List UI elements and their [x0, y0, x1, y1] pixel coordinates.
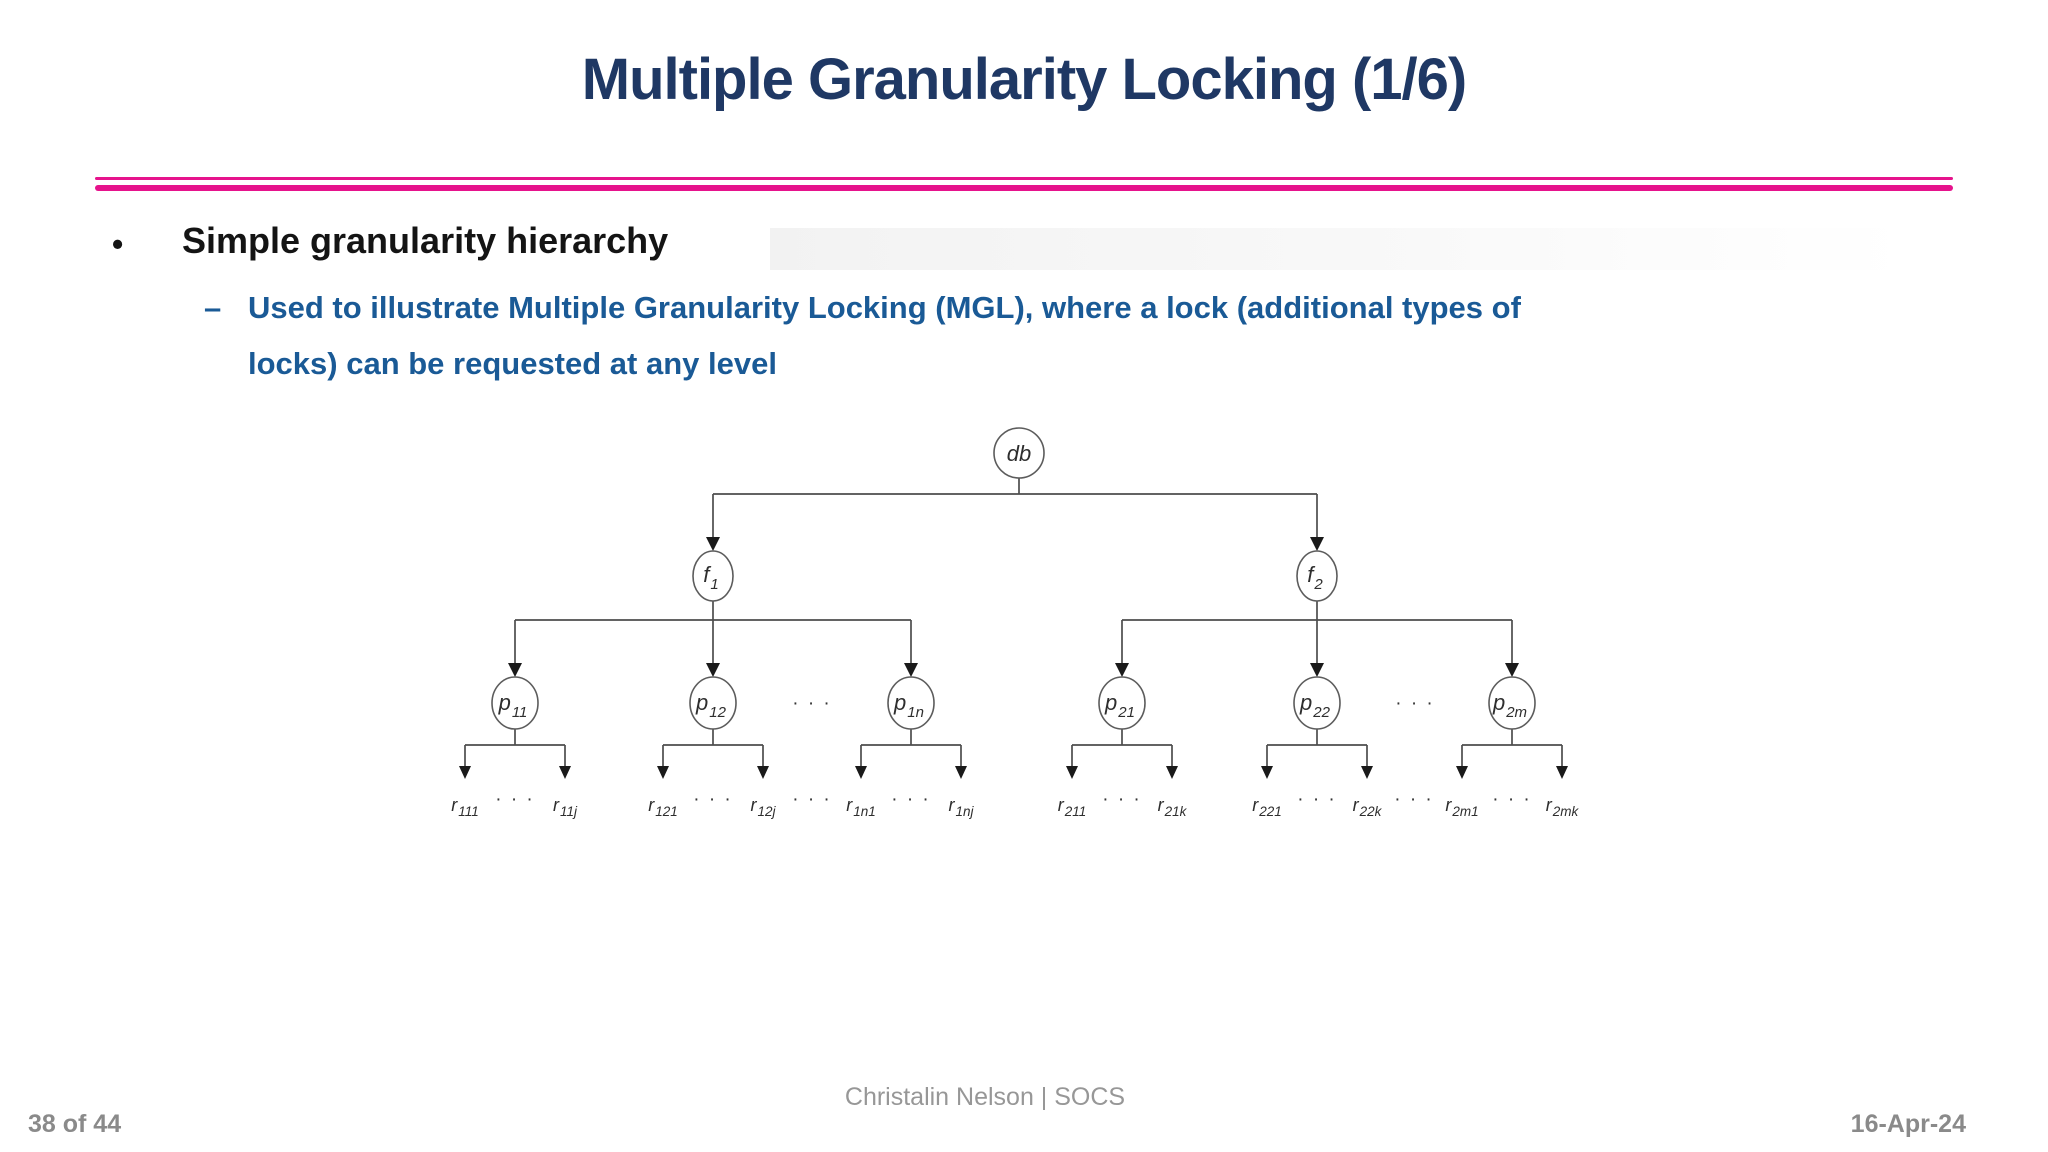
node-f2-label: f2	[1307, 562, 1323, 593]
arrowhead-r111	[459, 766, 471, 779]
arrowhead-r211	[1066, 766, 1078, 779]
bullet-marker: •	[112, 226, 124, 262]
leaf-r111-label: r111	[451, 795, 479, 819]
arrowhead-r121	[657, 766, 669, 779]
node-p1n-circle	[887, 676, 935, 730]
ellipsis-r2m: · · ·	[1492, 789, 1532, 810]
ellipsis-pages-right: · · ·	[1395, 693, 1435, 714]
ellipsis-pages-left: · · ·	[792, 693, 832, 714]
arrowhead-r21k	[1166, 766, 1178, 779]
leaf-r2m1-label: r2m1	[1445, 795, 1478, 819]
node-p22-label: p22	[1299, 690, 1331, 721]
node-p12-circle	[689, 676, 737, 730]
footer-date: 16-Apr-24	[1850, 1110, 1966, 1138]
leaf-r12j-label: r12j	[750, 795, 776, 819]
arrowhead-r22k	[1361, 766, 1373, 779]
arrowhead-p22	[1310, 663, 1324, 677]
leaf-r221-label: r221	[1252, 795, 1282, 819]
sub-bullet-dash: –	[204, 290, 222, 325]
node-p2m-label: p2m	[1492, 690, 1527, 721]
ellipsis-r22: · · ·	[1297, 789, 1337, 810]
leaf-r211-label: r211	[1058, 795, 1087, 819]
node-p12-label: p12	[695, 690, 727, 721]
edge-f1-split	[514, 601, 912, 663]
highlight-band	[770, 228, 1910, 270]
leaf-r1nj-label: r1nj	[948, 795, 974, 819]
footer-page-number: 38 of 44	[28, 1110, 122, 1138]
arrowhead-p21	[1115, 663, 1129, 677]
arrowhead-p2m	[1505, 663, 1519, 677]
node-f1-label: f1	[703, 562, 718, 593]
page-title: Multiple Granularity Locking (1/6)	[581, 47, 1467, 112]
edge-p1n-leaves	[860, 729, 962, 767]
arrowhead-r12j	[757, 766, 769, 779]
title-divider-thin-line	[95, 177, 1953, 180]
bullet-text: Simple granularity hierarchy	[182, 220, 669, 261]
arrowhead-r1n1	[855, 766, 867, 779]
ellipsis-r1n: · · ·	[891, 789, 931, 810]
node-p22-circle	[1293, 676, 1341, 730]
node-p11-label: p11	[498, 690, 528, 721]
leaf-r121-label: r121	[648, 795, 678, 819]
sub-bullet-lines: Used to illustrate Multiple Granularity …	[248, 280, 1521, 392]
edge-p22-leaves	[1266, 729, 1368, 767]
node-p21-circle	[1098, 676, 1146, 730]
ellipsis-r21: · · ·	[1102, 789, 1142, 810]
arrowhead-r11j	[559, 766, 571, 779]
footer-credit: Christalin Nelson | SOCS	[844, 1083, 1126, 1111]
arrowhead-f2	[1310, 537, 1324, 551]
arrowhead-p12	[706, 663, 720, 677]
arrowhead-p1n	[904, 663, 918, 677]
arrowhead-r1nj	[955, 766, 967, 779]
edge-p2m-leaves	[1461, 729, 1563, 767]
leaf-r1n1-label: r1n1	[846, 795, 876, 819]
sub-bullet-line-2: locks) can be requested at any level	[248, 346, 777, 381]
edge-p21-leaves	[1071, 729, 1173, 767]
granularity-tree-figure: db f1 f2 p11 p12 p1n p21 p22 p2m · · · ·…	[451, 427, 1580, 819]
ellipsis-leaves-left: · · ·	[792, 789, 832, 810]
arrowhead-r2m1	[1456, 766, 1468, 779]
node-p1n-label: p1n	[893, 690, 924, 721]
edge-p11-leaves	[464, 729, 566, 767]
leaf-r11j-label: r11j	[553, 795, 578, 819]
leaf-r22k-label: r22k	[1353, 795, 1383, 819]
node-p11-circle	[491, 676, 539, 730]
node-p2m-circle	[1488, 676, 1536, 730]
edge-db-split	[712, 478, 1318, 538]
ellipsis-leaves-right: · · ·	[1394, 789, 1434, 810]
sub-bullet: – Used to illustrate Multiple Granularit…	[204, 280, 1521, 392]
node-db-circle	[993, 427, 1045, 479]
node-db-label: db	[1007, 441, 1031, 466]
arrowhead-f1	[706, 537, 720, 551]
node-f1-circle	[692, 550, 734, 602]
leaf-r2mk-label: r2mk	[1546, 795, 1580, 819]
edge-f2-split	[1121, 601, 1513, 663]
sub-bullet-line-1: Used to illustrate Multiple Granularity …	[248, 290, 1521, 325]
edge-p12-leaves	[662, 729, 764, 767]
ellipsis-r12: · · ·	[693, 789, 733, 810]
title-divider-thick-line	[95, 185, 1953, 191]
ellipsis-r11: · · ·	[495, 789, 535, 810]
node-p21-label: p21	[1104, 690, 1135, 721]
arrowhead-r221	[1261, 766, 1273, 779]
arrowhead-r2mk	[1556, 766, 1568, 779]
leaf-r21k-label: r21k	[1158, 795, 1188, 819]
node-f2-circle	[1296, 550, 1338, 602]
arrowhead-p11	[508, 663, 522, 677]
